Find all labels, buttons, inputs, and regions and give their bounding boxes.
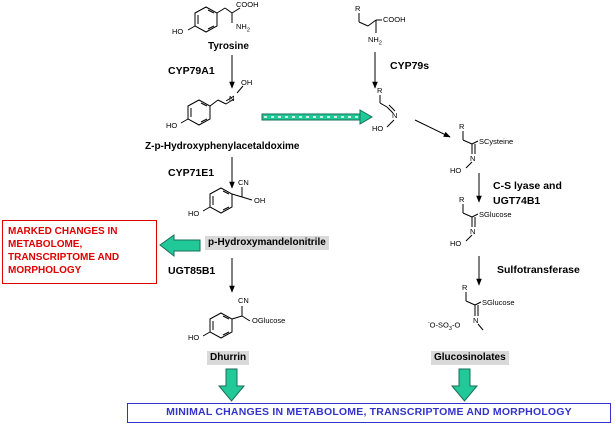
oxime-connection-arrow <box>261 109 373 125</box>
nitrile-label: p-Hydroxymandelonitrile <box>205 236 329 250</box>
thio-n: N <box>470 154 476 163</box>
glucosinolate-sglucose: SGlucose <box>482 298 515 307</box>
dhurrin-label: Dhurrin <box>207 351 250 365</box>
aminoacid-nh2: NH2 <box>368 35 382 47</box>
tyrosine-structure <box>187 6 241 33</box>
tyrosine-ho: HO <box>172 27 184 36</box>
oxime-oh: OH <box>241 78 253 87</box>
arrow-aldoxime-to-thiohydroximate <box>414 119 451 138</box>
desulfo-r: R <box>459 195 465 204</box>
desulfo-sglucose: SGlucose <box>479 210 512 219</box>
tyrosine-label: Tyrosine <box>208 41 249 52</box>
marked-changes-text: MARKED CHANGES IN METABOLOME, TRANSCRIPT… <box>8 226 120 276</box>
marked-changes-box <box>2 220 157 284</box>
enzyme-ugt85b1: UGT85B1 <box>168 265 216 277</box>
enzyme-cyp79s: CYP79s <box>390 60 430 72</box>
glucosinolate-so3: -O-SO3-O <box>428 320 461 332</box>
oxime-label: Z-p-Hydroxyphenylacetaldoxime <box>145 141 300 152</box>
enzyme-cyp71e1: CYP71E1 <box>168 167 215 179</box>
enzyme-ugt74b1: UGT74B1 <box>493 195 541 207</box>
desulfo-ho: HO <box>450 239 462 248</box>
aldoxime-r: R <box>377 86 383 95</box>
enzyme-cs-lyase: C-S lyase and <box>493 180 562 192</box>
desulfo-n: N <box>470 227 476 236</box>
thio-r: R <box>459 122 465 131</box>
thio-scysteine: SCysteine <box>479 137 514 146</box>
enzyme-cyp79a1: CYP79A1 <box>168 65 215 77</box>
glucosinolate-structure <box>465 292 484 331</box>
aldoxime-structure <box>379 95 396 128</box>
nitrile-oh: OH <box>254 196 266 205</box>
oxime-n: N <box>229 94 235 103</box>
minimal-changes-text: MINIMAL CHANGES IN METABOLOME, TRANSCRIP… <box>166 406 572 418</box>
thio-ho: HO <box>450 166 462 175</box>
aminoacid-r: R <box>355 4 361 13</box>
mandelonitrile-structure <box>202 187 253 214</box>
tyrosine-cooh: COOH <box>236 0 259 9</box>
thiohydroximate-structure <box>462 131 479 169</box>
dhurrin-cn: CN <box>238 296 249 305</box>
oxime-ho: HO <box>166 121 178 130</box>
aldoxime-ho: HO <box>372 124 384 133</box>
tyrosine-nh2: NH2 <box>236 22 250 34</box>
dhurrin-oglucose: OGlucose <box>252 316 286 325</box>
aldoxime-n: N <box>392 111 398 120</box>
dhurrin-ho: HO <box>188 333 200 342</box>
glucosinolates-label: Glucosinolates <box>431 351 509 365</box>
desulfoglucosinolate-structure <box>462 204 479 242</box>
aminoacid-cooh: COOH <box>383 15 406 24</box>
glucosinolate-n: N <box>473 316 479 325</box>
enzyme-sulfotransferase: Sulfotransferase <box>497 264 580 276</box>
glucosinolates-down-arrow <box>450 368 479 402</box>
amino-acid-structure <box>358 13 382 33</box>
dhurrin-structure <box>202 306 251 339</box>
nitrile-ho: HO <box>188 209 200 218</box>
oxime-structure <box>180 85 244 126</box>
dhurrin-down-arrow <box>217 368 246 402</box>
minimal-changes-box <box>127 403 611 423</box>
nitrile-cn: CN <box>238 178 249 187</box>
marked-changes-arrow <box>159 234 201 258</box>
glucosinolate-r: R <box>462 283 468 292</box>
